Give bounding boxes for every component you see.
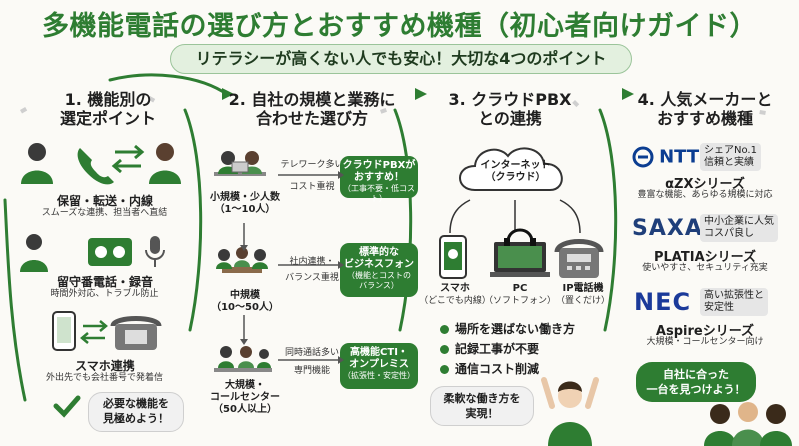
recommend-cti-sub: （拡張性・安定性） <box>343 371 415 380</box>
feature-desc-hold: スムーズな連携、担当者へ直結 <box>41 208 168 218</box>
ntt-desc: 豊富な機能、あらゆる規模に対応 <box>637 190 773 200</box>
cloud-label: インターネット （クラウド） <box>480 160 551 183</box>
device-ipphone-name: IP電話機 <box>562 283 604 294</box>
col3-speech-bubble: 柔軟な働き方を 実現！ <box>430 386 534 426</box>
bullet-dot <box>440 325 449 334</box>
size-large-label: 大規模・ コールセンター （50人以上） <box>210 380 280 415</box>
col3-heading: 3. クラウドPBX との連携 <box>448 90 572 128</box>
saxa-series: PLATIAシリーズ <box>654 250 756 265</box>
ntt-mark-icon <box>632 146 654 168</box>
transfer-arrows-icon <box>111 144 145 174</box>
nec-series: Aspireシリーズ <box>655 324 755 339</box>
top-swoosh-1 <box>108 73 230 97</box>
recommend-business-phone-sub: （機能とコストの バランス） <box>347 271 411 290</box>
size-small-label: 小規模・少人数 （1〜10人） <box>210 192 280 215</box>
nec-desc: 大規模・コールセンター向け <box>646 337 764 347</box>
page-title: 多機能電話の選び方とおすすめ機種（初心者向けガイド） <box>42 11 757 42</box>
microphone-icon <box>145 236 165 267</box>
benefit-text-2: 記録工事が不要 <box>455 342 540 356</box>
recommend-cti: 高機能CTI・ オンプレミス （拡張性・安定性） <box>340 343 418 389</box>
sync-arrows-icon <box>80 320 108 344</box>
ip-phone-icon <box>554 239 604 278</box>
size-mid-label: 中規模 （10〜50人） <box>211 290 279 313</box>
mid-team-illustration <box>216 247 268 273</box>
arrow-heads <box>222 88 634 100</box>
device-pc-desc: （ソフトフォン） <box>484 296 557 306</box>
team-people-illustration <box>704 402 792 446</box>
cloud-connections <box>449 199 581 234</box>
col4-heading: 4. 人気メーカーと おすすめ機種 <box>637 90 773 128</box>
subtitle-banner: リテラシーが高くない人でも安心！大切な4つのポイント <box>170 44 632 74</box>
col2-arrows <box>240 171 344 364</box>
smartphone-icon <box>439 235 467 279</box>
large-team-illustration <box>214 346 272 372</box>
ntt-logo: NTT <box>632 146 699 168</box>
benefit-bullet-3: 通信コスト削減 <box>440 360 539 377</box>
cheering-person-illustration <box>541 377 599 446</box>
benefit-text-1: 場所を選ばない働き方 <box>455 322 576 336</box>
divider-1 <box>183 108 203 332</box>
bullet-dot <box>440 345 449 354</box>
checkmark-icon <box>53 395 81 418</box>
col1-heading: 1. 機能別の 選定ポイント <box>59 90 156 128</box>
recommend-business-phone: 標準的な ビジネスフォン （機能とコストの バランス） <box>340 243 418 297</box>
col4-speech-bubble: 自社に合った 一台を見つけよう！ <box>636 362 756 402</box>
condition-telework: テレワーク多い <box>280 160 344 170</box>
saxa-logo: SAXA <box>632 216 703 241</box>
condition-cost: コスト重視 <box>289 182 335 192</box>
device-ipphone-desc: （置くだけ） <box>555 296 610 306</box>
small-team-illustration <box>214 151 266 176</box>
benefit-bullet-2: 記録工事が不要 <box>440 340 539 357</box>
ntt-tag: シェアNo.1 信頼と実績 <box>700 143 761 171</box>
bullet-dot <box>440 365 449 374</box>
condition-internal: 社内連携・ <box>289 257 335 267</box>
recommend-cloud-pbx: クラウドPBXが おすすめ！ （工事不要・低コスト） <box>340 156 418 203</box>
recommend-business-phone-title: 標準的な ビジネスフォン <box>344 247 414 270</box>
divider-2 <box>393 108 413 332</box>
col1-speech-bubble: 必要な機能を 見極めよう！ <box>88 392 184 432</box>
benefit-text-3: 通信コスト削減 <box>455 362 540 376</box>
feature-desc-smartphone: 外出先でも会社番号で発着信 <box>45 373 163 383</box>
left-curve <box>3 198 27 402</box>
voicemail-illustration <box>20 234 165 272</box>
recommend-cloud-pbx-sub: （工事不要・低コスト） <box>343 184 415 203</box>
person-icon <box>20 234 48 272</box>
cloud-icon <box>459 147 563 191</box>
condition-concurrent: 同時通話多い <box>284 348 339 358</box>
smartphone-icon <box>52 311 76 351</box>
ntt-logo-text: NTT <box>659 146 700 168</box>
saxa-desc: 使いやすさ、セキュリティ充実 <box>642 263 768 273</box>
divider-3 <box>598 108 618 332</box>
device-smartphone-name: スマホ <box>440 283 470 294</box>
confetti <box>20 95 766 115</box>
condition-special: 専門機能 <box>293 366 330 376</box>
feature-title-voicemail: 留守番電話・録音 <box>56 275 153 289</box>
recommend-cloud-pbx-title: クラウドPBXが おすすめ！ <box>342 160 416 183</box>
ntt-series: αZXシリーズ <box>665 177 745 192</box>
cassette-icon <box>88 238 132 266</box>
nec-logo: NEC <box>634 288 692 316</box>
pc-headset-icon <box>490 228 550 277</box>
benefit-bullet-1: 場所を選ばない働き方 <box>440 320 575 337</box>
transfer-illustration <box>21 143 181 185</box>
phone-icon <box>77 148 114 185</box>
recommend-cti-title: 高機能CTI・ オンプレミス <box>349 347 409 370</box>
smartphone-link-illustration <box>52 311 162 351</box>
col2-heading: 2. 自社の規模と業務に 合わせた選び方 <box>228 90 396 128</box>
saxa-tag: 中小企業に人気 コスパ良し <box>700 214 778 242</box>
device-smartphone-desc: （どこでも内線） <box>419 296 491 306</box>
feature-desc-voicemail: 時間外対応、トラブル防止 <box>50 289 159 299</box>
feature-title-hold: 保留・転送・内線 <box>56 194 153 208</box>
device-pc-name: PC <box>512 283 528 294</box>
condition-balance: バランス重視 <box>285 273 339 283</box>
nec-tag: 高い拡張性と 安定性 <box>700 288 768 316</box>
feature-title-smartphone: スマホ連携 <box>75 359 135 373</box>
person-icon <box>21 143 53 184</box>
person-icon <box>149 143 181 184</box>
desk-phone-icon <box>110 316 162 350</box>
